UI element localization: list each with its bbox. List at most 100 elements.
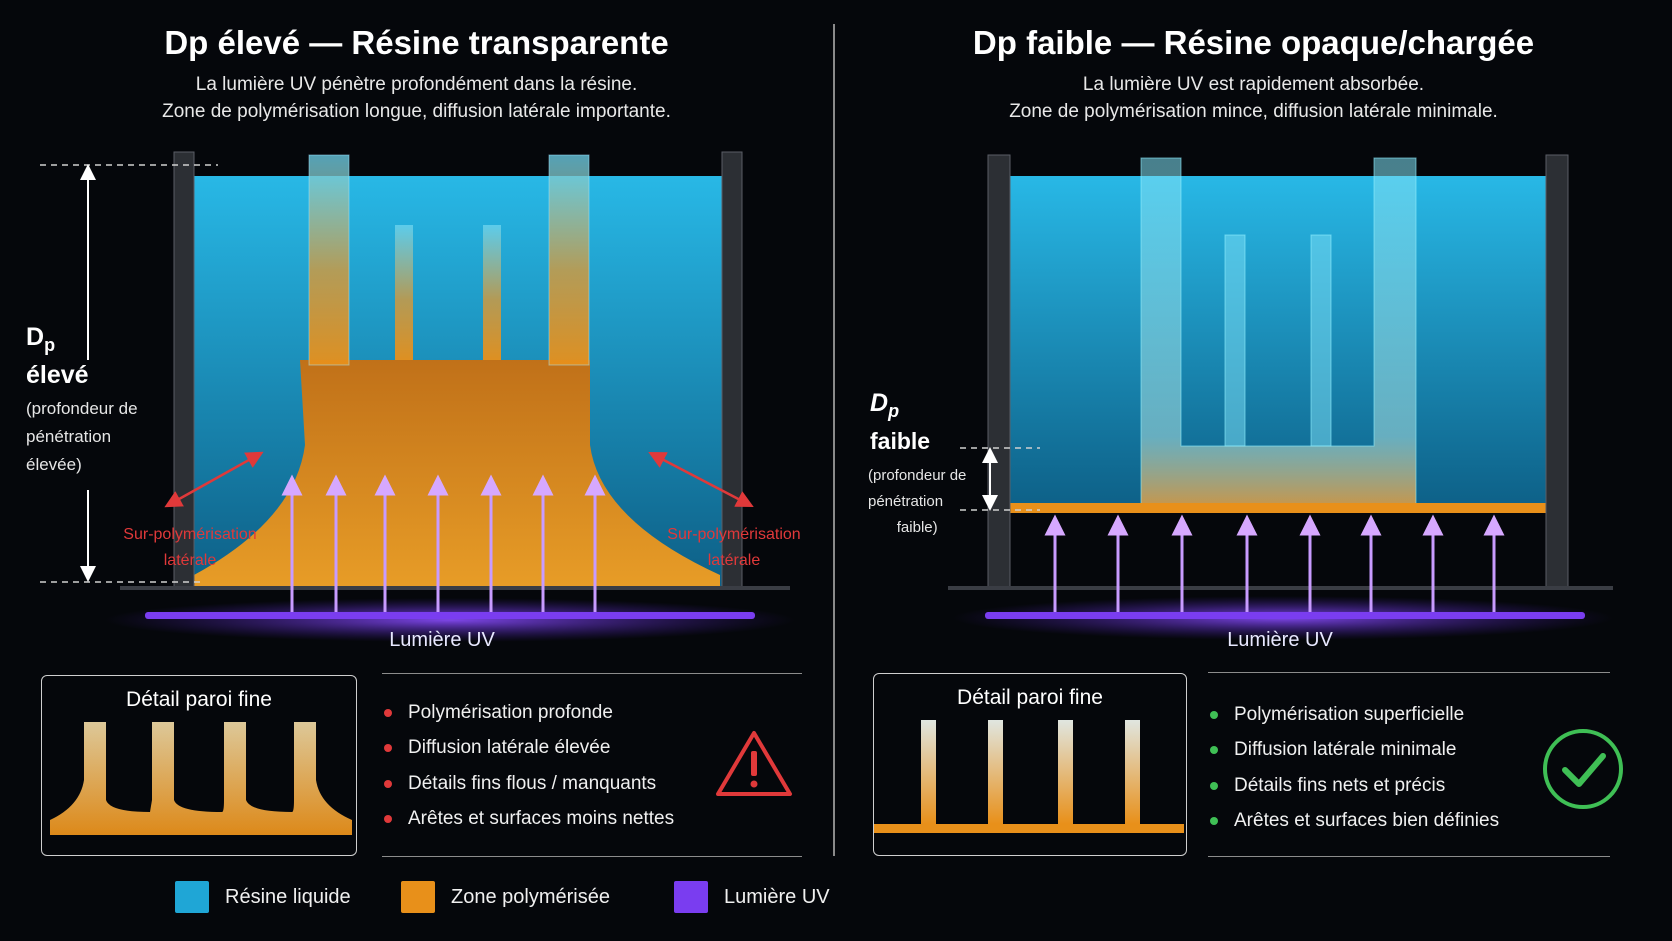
bullet-dot [384,779,392,788]
list-item: Polymérisation profonde [384,695,674,731]
list-item-text: Détails fins nets et précis [1234,774,1446,796]
list-item-text: Diffusion latérale minimale [1234,739,1457,761]
left-pillar-1 [308,154,350,366]
right-tank-wall-left [987,154,1011,588]
list-item-text: Polymérisation profonde [408,701,613,723]
left-dp-description: (profondeur de pénétration élevée) [26,395,138,479]
right-small-pillar-2 [1310,234,1332,447]
right-dp-subscript: p [888,401,900,421]
right-dp-desc-1: (profondeur de [868,467,967,484]
left-subtitle-2: Zone de polymérisation longue, diffusion… [162,101,671,122]
left-dp-word: élevé [26,361,89,389]
right-dp-description: (profondeur de pénétration faible) [868,463,966,541]
right-title: Dp faible — Résine opaque/chargée [972,24,1535,61]
legend-uv: Lumière UV [674,881,830,913]
legend-resin: Résine liquide [175,881,351,913]
legend-cured: Zone polymérisée [401,881,610,913]
warning-triangle-icon [716,731,792,796]
right-bullet-list: Polymérisation superficielle Diffusion l… [1210,697,1499,839]
right-tank-wall-right [1545,154,1569,588]
list-item-text: Diffusion latérale élevée [408,737,611,759]
left-uv-arrows [281,474,606,612]
bullet-dot [1210,781,1218,790]
left-dp-desc-3: élevée) [26,455,82,474]
left-detail-box: Détail paroi fine [41,675,357,856]
left-bullet-list: Polymérisation profonde Diffusion latéra… [384,695,674,837]
right-uv-source [985,612,1585,619]
left-dp-label: Dp élevé [26,322,89,390]
list-item-text: Arêtes et surfaces moins nettes [408,808,675,830]
right-dp-word: faible [870,428,931,454]
list-item: Diffusion latérale minimale [1210,733,1499,769]
legend-swatch-resin [175,881,209,913]
right-detail-box: Détail paroi fine [873,673,1187,856]
right-cured-layer [1008,503,1548,513]
left-uv-label: Lumière UV [389,629,495,651]
left-dp-desc-1: (profondeur de [26,399,138,418]
right-rule-bottom [1208,856,1610,857]
right-detail-illustration [874,720,1184,833]
left-tank-base [120,586,790,590]
list-item: Diffusion latérale élevée [384,731,674,767]
left-uv-glow [105,598,795,642]
right-dp-desc-3: faible) [896,519,938,536]
left-overcure-label-left: Sur-polymérisation latérale [112,522,268,574]
left-title: Dp élevé — Résine transparente [164,24,669,61]
right-detail-title: Détail paroi fine [957,686,1103,709]
list-item: Détails fins flous / manquants [384,766,674,802]
list-item-text: Polymérisation superficielle [1234,703,1465,725]
check-circle-icon [1543,729,1623,809]
right-dp-label: Dp faible [870,388,930,456]
bullet-dot [384,744,392,753]
overcure-line-2: latérale [163,552,217,569]
overcure-line-2: latérale [707,552,761,569]
bullet-dot [384,708,392,717]
left-dp-symbol: D [26,323,45,351]
right-subtitle-2: Zone de polymérisation mince, diffusion … [1009,101,1498,122]
left-detail-title: Détail paroi fine [126,688,272,711]
left-detail-illustration [50,722,352,835]
list-item: Arêtes et surfaces bien définies [1210,804,1499,840]
list-item: Arêtes et surfaces moins nettes [384,802,674,838]
left-overcure-label-right: Sur-polymérisation latérale [656,522,812,574]
left-overcure-arrow-right [648,451,754,508]
right-dp-desc-2: pénétration [868,493,944,510]
panel-divider [833,24,835,856]
left-cured-zone [194,360,720,588]
bullet-dot [384,815,392,824]
left-subtitle-1: La lumière UV pénètre profondément dans … [195,74,638,95]
left-rule-top [382,673,802,674]
right-dp-symbol: D [870,389,889,417]
left-overcure-arrow-left [164,451,264,508]
legend-swatch-cured [401,881,435,913]
legend-swatch-uv [674,881,708,913]
legend-label: Lumière UV [724,885,830,908]
list-item-text: Arêtes et surfaces bien définies [1234,810,1500,832]
left-tank [40,151,795,642]
right-uv-label: Lumière UV [1227,629,1333,651]
left-pillar-2 [548,154,590,366]
right-subtitle-1: La lumière UV est rapidement absorbée. [1082,74,1425,95]
right-tank [948,154,1613,640]
right-tank-base [948,586,1613,590]
right-rule-top [1208,672,1610,673]
list-item: Polymérisation superficielle [1210,697,1499,733]
bullet-dot [1210,817,1218,826]
legend-label: Zone polymérisée [451,885,610,908]
left-dp-subscript: p [44,335,56,355]
left-dp-desc-2: pénétration [26,427,112,446]
left-small-pillar-2 [483,225,501,360]
bullet-dot [1210,710,1218,719]
overcure-line-1: Sur-polymérisation [667,526,801,543]
list-item-text: Détails fins flous / manquants [408,772,657,794]
left-small-pillar-1 [395,225,413,360]
right-small-pillar-1 [1224,234,1246,447]
bullet-dot [1210,746,1218,755]
legend-label: Résine liquide [225,885,351,908]
overcure-line-1: Sur-polymérisation [123,526,257,543]
right-uv-arrows [1044,514,1505,612]
left-rule-bottom [382,856,802,857]
list-item: Détails fins nets et précis [1210,768,1499,804]
left-uv-source [145,612,755,619]
